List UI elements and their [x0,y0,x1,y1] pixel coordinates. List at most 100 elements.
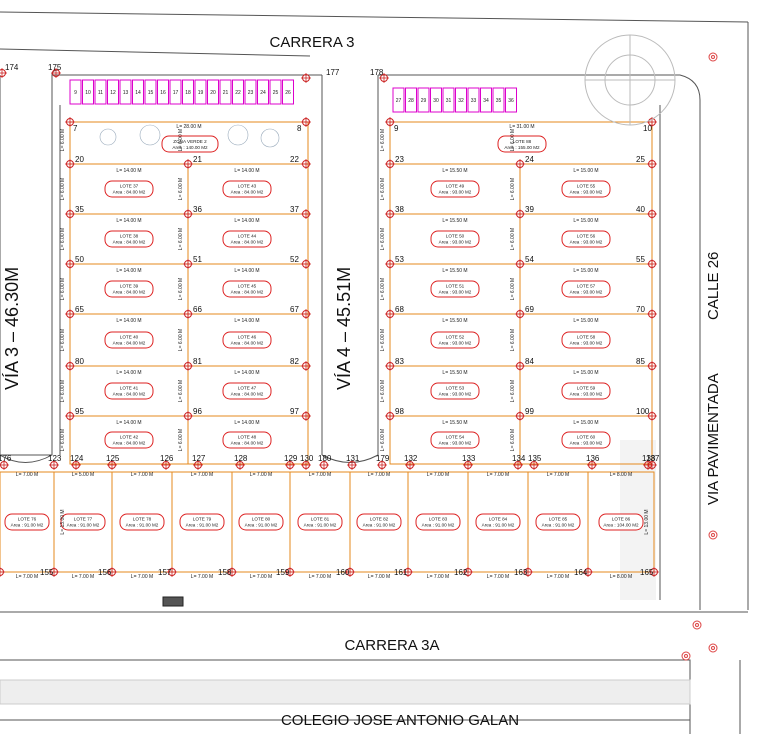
lot-area: Area : 93.00 M2 [570,290,603,295]
dimension-label: L= 6.00 M [60,178,66,200]
point-label: 81 [193,357,202,366]
lot-badge-frame [222,280,272,298]
parking-space [169,79,182,105]
point-label: 165 [640,568,654,577]
parking-number: 17 [173,90,179,96]
parking-number: 18 [185,90,191,96]
dimension-label: L= 28.00 M [176,124,201,130]
parking-space [94,79,107,105]
lot-name: LOTE 59 [577,386,596,391]
parking-number: 33 [471,98,477,104]
point-label: 8 [297,124,302,133]
point-label: 128 [234,454,248,463]
dimension-label: L= 15.50 M [442,268,467,274]
point-label: 24 [525,155,534,164]
point-label: 51 [193,255,202,264]
point-label: 137 [646,454,660,463]
parking-space [269,79,282,105]
street-top: CARRERA 3 [269,34,354,51]
dimension-label: L= 6.00 M [178,178,184,200]
point-label: 20 [75,155,84,164]
lot-name: LOTE 40 [120,335,139,340]
parking-space [430,87,442,113]
dimension-label: L= 7.00 M [547,574,569,580]
parking-number: 32 [458,98,464,104]
lot-name: LOTE 80 [252,517,271,522]
dimension-label: L= 7.00 M [309,472,331,478]
point-label: 37 [290,205,299,214]
point-label: 179 [376,454,390,463]
lot-area: Area : 91.00 M2 [186,523,219,528]
marker-icons [681,52,718,661]
street-pavimentada: VIA PAVIMENTADA [705,373,722,505]
dimension-label: L= 15.00 M [573,268,598,274]
point-label: 174 [5,63,19,72]
dimension-label: L= 6.00 M [380,329,386,351]
lot-name: LOTE 81 [311,517,330,522]
parking-number: 31 [446,98,452,104]
parking-space [244,79,257,105]
lot-area: Area : 91.00 M2 [304,523,337,528]
dimension-label: L= 6.00 M [178,429,184,451]
dimension-label: L= 13.00 M [60,509,66,534]
lot-badge-frame [561,280,611,298]
lot-badge-frame [222,331,272,349]
point-label: 180 [318,454,332,463]
parking-number: 10 [85,90,91,96]
point-label: 134 [512,454,526,463]
parking-space [282,79,294,105]
point-label: 125 [106,454,120,463]
lote88-badge: LOTE 88 Area : 155.00 M2 [497,135,547,153]
point-label: 55 [636,255,645,264]
parking-number: 23 [248,90,254,96]
parking-number: 27 [396,98,402,104]
point-label: 133 [462,454,476,463]
dimension-label: L= 6.00 M [178,278,184,300]
street-via3: VÍA 3 – 46.30M [2,267,22,390]
lot-badge-frame [104,230,154,248]
point-label: 50 [75,255,84,264]
parking-space [480,87,492,113]
lot-badge-frame [60,513,106,531]
dimension-label: L= 7.00 M [427,574,449,580]
point-label: 54 [525,255,534,264]
lot-area: Area : 93.00 M2 [439,341,472,346]
lot-name: LOTE 47 [238,386,257,391]
parking-space [69,79,82,105]
dimension-label: L= 14.00 M [234,370,259,376]
point-label: 23 [395,155,404,164]
parking-number: 25 [273,90,279,96]
dimension-label: L= 7.00 M [427,472,449,478]
lot-name: LOTE 60 [577,435,596,440]
lot-area: Area : 93.00 M2 [570,240,603,245]
lot-badge-frame [535,513,581,531]
point-label: 22 [290,155,299,164]
point-label: 10 [643,124,652,133]
point-label: 67 [290,305,299,314]
parking-space [119,79,132,105]
lot-area: Area : 93.00 M2 [439,441,472,446]
point-label: 123 [48,454,62,463]
lot-badge-frame [561,382,611,400]
lot-name: LOTE 52 [446,335,465,340]
dimension-label: L= 14.00 M [116,420,141,426]
lot-badge-frame [104,431,154,449]
parking-space [492,87,505,113]
lot-area: Area : 84.00 M2 [231,341,264,346]
parking-number: 28 [408,98,414,104]
point-label: 177 [326,68,340,77]
dimension-label: L= 15.50 M [442,218,467,224]
dimension-label: L= 7.00 M [191,574,213,580]
lot-area: Area : 91.00 M2 [245,523,278,528]
point-label: 131 [346,454,360,463]
